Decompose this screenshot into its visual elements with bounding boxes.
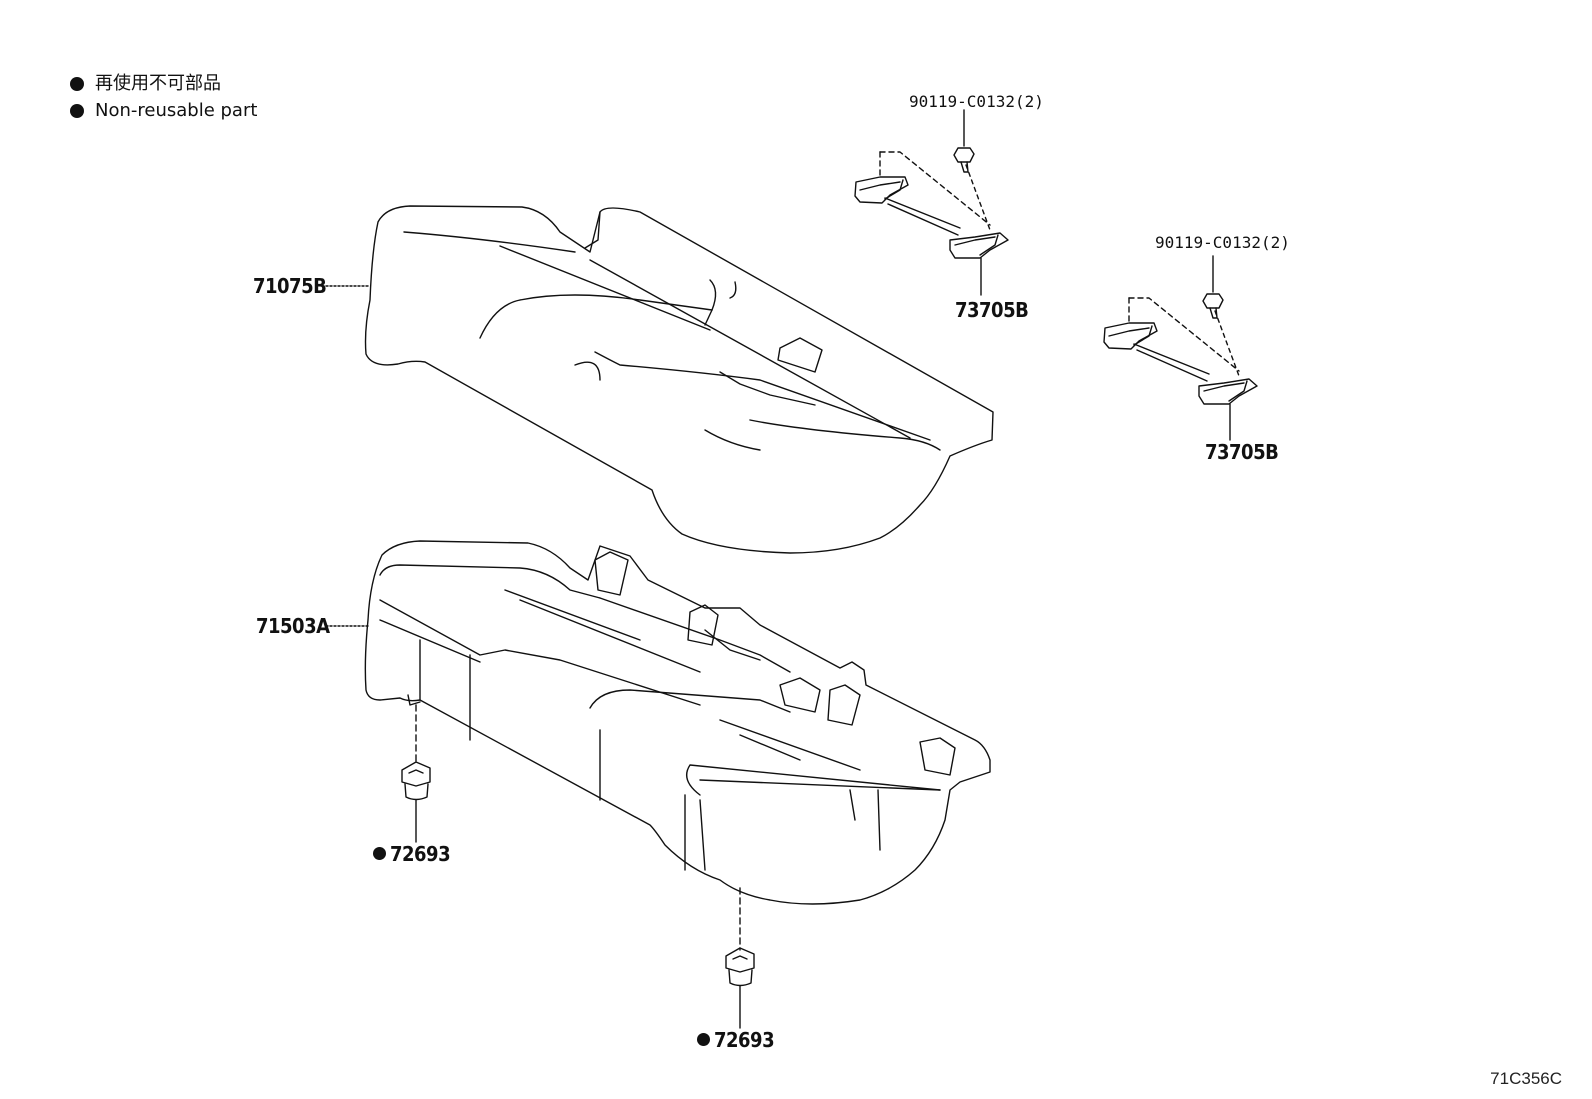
clip-bottom-drawing — [725, 887, 755, 1029]
hook-upper-drawing — [854, 109, 1009, 296]
part-label-72693-bottom[interactable]: 72693 — [697, 1028, 775, 1052]
non-reusable-icon — [697, 1033, 710, 1046]
legend-row-en: Non-reusable part — [70, 97, 257, 124]
seat-cushion-pad-drawing — [364, 205, 994, 554]
part-label-73705b-upper[interactable]: 73705B — [955, 298, 1029, 322]
clip-left-drawing — [401, 704, 431, 843]
legend: 再使用不可部品 Non-reusable part — [70, 70, 257, 124]
bullet-icon — [70, 76, 84, 91]
part-label-90119-lower[interactable]: 90119-C0132(2) — [1155, 233, 1290, 252]
legend-label-en: Non-reusable part — [95, 100, 258, 121]
part-label-71075b[interactable]: 71075B — [253, 274, 327, 298]
seat-cushion-frame-drawing — [364, 540, 991, 905]
bullet-icon — [70, 103, 84, 118]
part-label-72693-left[interactable]: 72693 — [373, 842, 451, 866]
diagram-code: 71C356C — [1490, 1069, 1562, 1088]
non-reusable-icon — [373, 847, 386, 860]
legend-label-jp: 再使用不可部品 — [95, 73, 221, 94]
part-label-90119-upper[interactable]: 90119-C0132(2) — [909, 92, 1044, 111]
hook-lower-drawing — [1103, 255, 1258, 441]
legend-row-jp: 再使用不可部品 — [70, 70, 257, 97]
part-label-71503a[interactable]: 71503A — [256, 614, 330, 638]
part-label-73705b-lower[interactable]: 73705B — [1205, 440, 1279, 464]
